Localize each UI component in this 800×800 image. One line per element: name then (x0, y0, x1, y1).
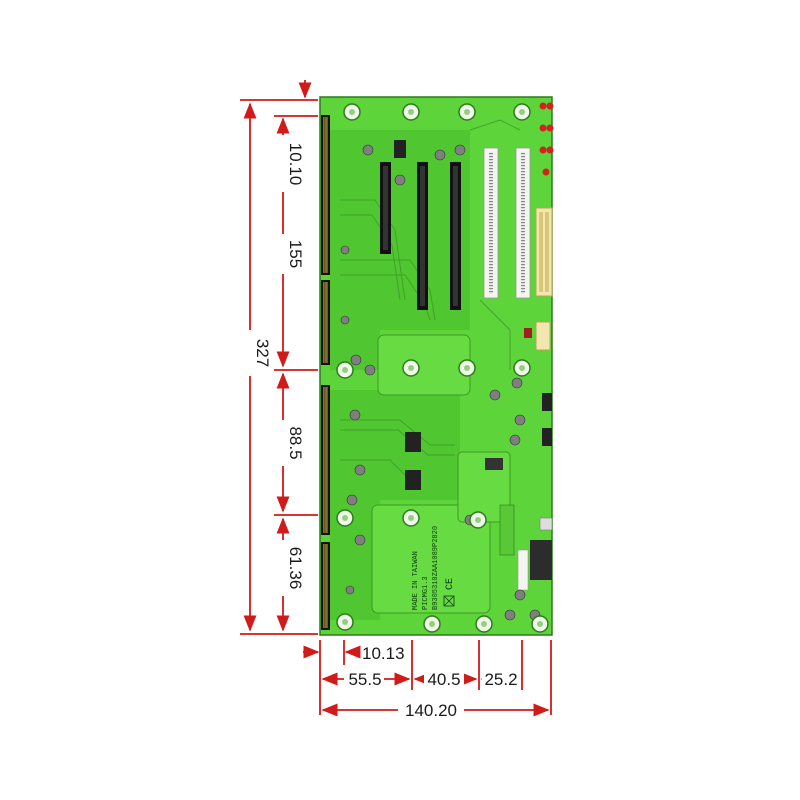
mounting-hole-icon (475, 615, 493, 633)
mounting-hole-icon (531, 615, 549, 633)
mounting-hole-icon (423, 615, 441, 633)
dim-section-1-label: 155 (286, 240, 305, 268)
board-plain-area (371, 504, 491, 614)
board-trace-zone (330, 130, 470, 370)
mounting-hole-icon (458, 359, 476, 377)
mounting-hole-icon (402, 359, 420, 377)
dim-section-3-label: 61.36 (286, 547, 305, 590)
mounting-hole-icon (336, 509, 354, 527)
recycle-bin-icon (443, 595, 455, 607)
aux-power-connector (535, 321, 551, 351)
mounting-hole-icon (469, 511, 487, 529)
silkscreen-line: PICMG1.3 (422, 576, 430, 610)
components (340, 140, 553, 621)
mounting-hole-icon (336, 613, 354, 631)
pci-slots (483, 147, 531, 299)
dim-section-2-label: 88.5 (286, 426, 305, 459)
mounting-hole-icon (402, 103, 420, 121)
dim-left-offset-label: 10.13 (362, 644, 405, 663)
dim-total-height-label: 327 (253, 339, 272, 367)
dim-top-offset-label: 10.10 (286, 143, 305, 186)
mounting-hole-icon (402, 509, 420, 527)
ce-mark-icon: CE (445, 578, 456, 590)
status-leds (539, 102, 554, 176)
dim-width-2-label: 40.5 (427, 670, 460, 689)
mounting-hole-icon (513, 359, 531, 377)
mounting-hole-icon (458, 103, 476, 121)
board-plain-area (377, 334, 471, 396)
silkscreen-text: MADE IN TAIWAN PICMG1.3 B9305310ZAA1089P… (412, 526, 456, 610)
board-trace-zone (330, 390, 460, 620)
dimension-labels: 327 10.10 155 88.5 61.36 10.13 55.5 40.5… (253, 143, 518, 720)
pcie-slots (380, 162, 461, 310)
backplane-board: MADE IN TAIWAN PICMG1.3 B9305310ZAA1089P… (319, 96, 554, 636)
dim-width-1-label: 55.5 (348, 670, 381, 689)
dim-total-width-label: 140.20 (405, 701, 457, 720)
dim-width-3-label: 25.2 (484, 670, 517, 689)
mounting-hole-icon (513, 103, 531, 121)
atx-power-connector (535, 207, 553, 297)
mounting-holes (336, 103, 549, 633)
mounting-hole-icon (336, 361, 354, 379)
silkscreen-line: MADE IN TAIWAN (412, 551, 420, 610)
silkscreen-line: B9305310ZAA1089P2820 (432, 526, 440, 610)
mounting-hole-icon (343, 103, 361, 121)
